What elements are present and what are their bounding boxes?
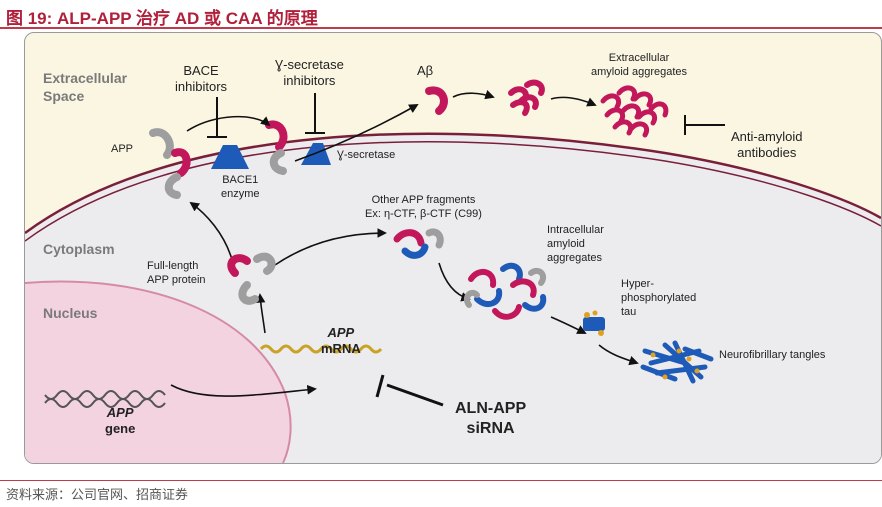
app-full-length-icon: [227, 252, 276, 305]
nucleus-membrane: [25, 280, 292, 463]
diagram-canvas: [25, 79, 881, 463]
extracellular-aggregate-icon: [600, 85, 669, 138]
label-aln-app-sirna: ALN-APP siRNA: [455, 400, 527, 437]
app-molecule-cleaving: [265, 120, 288, 175]
title-rule: [0, 27, 882, 29]
label-neurofibrillary-tangles: Neurofibrillary tangles: [719, 349, 826, 361]
tau-icon: [583, 310, 605, 336]
intracellular-aggregate-icon: [463, 262, 547, 320]
label-bace-inhibitors: BACE inhibitors: [175, 63, 228, 94]
label-mrna: mRNA: [321, 341, 361, 356]
dna-gene-icon: [44, 390, 166, 408]
label-hyperphos-tau: Hyper- phosphorylated tau: [621, 278, 697, 318]
neurofibrillary-tangle-dots: [650, 348, 700, 380]
diagram-panel: Extracellular Space Cytoplasm Nucleus AP…: [24, 32, 882, 464]
sirna-inhibition-bar: [375, 374, 444, 407]
source-rule: [0, 480, 882, 481]
cell-membrane-outer: [25, 132, 881, 235]
label-bace1-enzyme: BACE1 enzyme: [221, 174, 260, 200]
pathway-arrows: [170, 90, 639, 397]
abeta-monomer-icon: [425, 86, 448, 115]
label-extracellular-aggregates: Extracellular amyloid aggregates: [591, 52, 688, 78]
bace1-enzyme-icon: [211, 145, 249, 169]
figure-source: 资料来源：公司官网、招商证券: [6, 488, 189, 503]
abeta-oligomer-icon: [508, 79, 545, 116]
label-gamma-inhibitors: Ɣ-secretase inhibitors: [275, 57, 344, 88]
gamma-secretase-icon: [301, 143, 331, 165]
label-app: APP: [111, 143, 134, 155]
label-gamma-secretase: Ɣ-secretase: [337, 149, 396, 161]
label-anti-amyloid: Anti-amyloid antibodies: [731, 129, 803, 160]
anti-amyloid-bar: [684, 115, 725, 135]
app-fragment-icon: [393, 228, 444, 259]
region-label-extracellular: Extracellular Space: [43, 70, 128, 104]
bace-inhibitor-bar: [207, 97, 227, 138]
cell-membrane-inner: [25, 140, 881, 242]
label-app-gene: APP gene: [105, 405, 135, 437]
gamma-inhibitor-bar: [305, 93, 325, 134]
label-app-mrna-italic: APP: [327, 325, 355, 340]
label-app-gene-italic: APP: [106, 405, 134, 420]
label-full-length-app: Full-length APP protein: [147, 260, 206, 286]
label-app-mrna: APP mRNA: [321, 325, 361, 357]
figure-title: 图 19: ALP-APP 治疗 AD 或 CAA 的原理: [6, 9, 318, 28]
label-gene: gene: [105, 421, 136, 436]
label-abeta: Aβ: [417, 63, 434, 78]
label-other-fragments: Other APP fragments Ex: η-CTF, β-CTF (C9…: [365, 194, 482, 220]
label-intracellular-aggregates: Intracellular amyloid aggregates: [547, 224, 604, 264]
app-molecule-membrane: [149, 128, 191, 199]
nucleus-region: [25, 281, 291, 463]
region-label-cytoplasm: Cytoplasm: [43, 241, 115, 257]
region-label-nucleus: Nucleus: [43, 305, 98, 321]
mrna-icon: [259, 344, 383, 354]
